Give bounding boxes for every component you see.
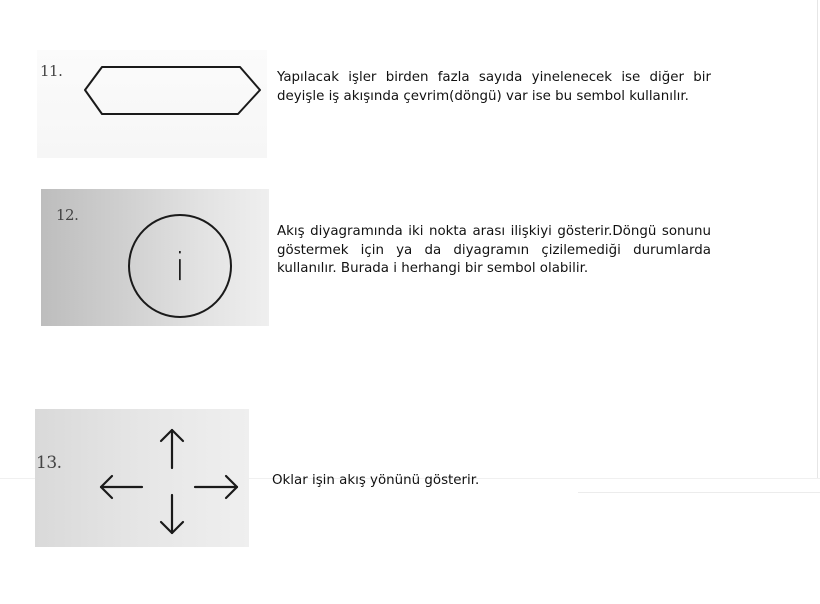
- item-number: 13.: [36, 453, 62, 473]
- page-edge: [578, 492, 820, 493]
- flow-arrows-symbol-icon: [99, 428, 239, 535]
- connector-circle-symbol-icon: i: [128, 214, 232, 318]
- connector-label: i: [175, 245, 186, 289]
- item-number: 12.: [56, 206, 79, 224]
- item-description: Yapılacak işler birden fazla sayıda yine…: [277, 70, 711, 104]
- page-edge: [817, 0, 818, 478]
- item-number: 11.: [40, 62, 63, 80]
- page-divider: [0, 478, 820, 479]
- item-description: Akış diyagramında iki nokta arası ilişki…: [277, 224, 711, 276]
- item-description: Oklar işin akış yönünü gösterir.: [272, 473, 480, 488]
- symbol-scan-13: [35, 409, 249, 547]
- hexagon-loop-symbol-icon: [84, 66, 261, 115]
